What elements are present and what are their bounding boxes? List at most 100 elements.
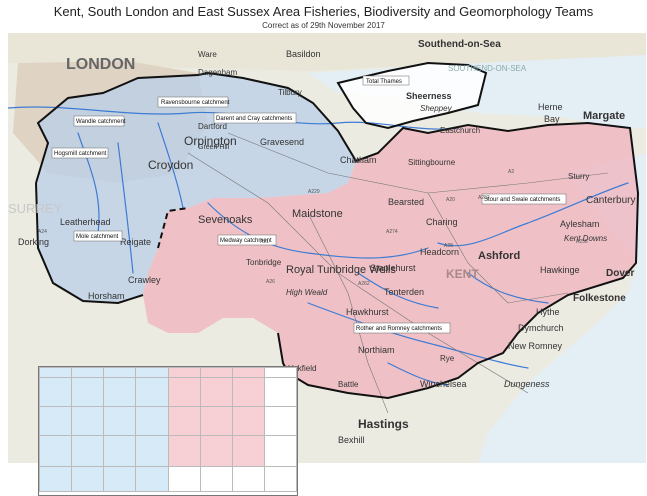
catchment-box-hogsmill <box>51 147 109 159</box>
town-hythe: Hythe <box>536 307 560 317</box>
map-subtitle: Correct as of 29th November 2017 <box>262 21 385 30</box>
catchment-wandle[interactable]: Wandle catchment <box>76 119 126 125</box>
map-svg[interactable]: Southend-on-Sea LONDON Basildon SOUTHEND… <box>8 33 646 463</box>
town-basildon: Basildon <box>286 49 321 59</box>
river-stour <box>437 182 629 247</box>
town-leatherhead: Leatherhead <box>60 217 111 227</box>
town-battle: Battle <box>338 380 359 389</box>
table-cell <box>167 466 201 492</box>
town-chatham: Chatham <box>340 155 377 165</box>
town-southend-region: SOUTHEND-ON-SEA <box>448 64 527 73</box>
table-cell <box>199 406 233 436</box>
road-a21: A21 <box>260 239 269 245</box>
table-cell <box>263 406 297 436</box>
road-a256: A256 <box>576 239 588 245</box>
town-horsham: Horsham <box>88 291 125 301</box>
town-crawley: Crawley <box>128 275 161 285</box>
catchment-rother-romney[interactable]: Rother and Romney catchments <box>356 326 442 332</box>
town-labels: Southend-on-Sea LONDON Basildon SOUTHEND… <box>8 39 635 445</box>
town-dartford: Dartford <box>198 122 227 131</box>
catchment-box-wandle <box>73 115 125 127</box>
london-team-area[interactable] <box>36 73 356 303</box>
town-dungeness: Dungeness <box>504 379 550 389</box>
town-folkestone: Folkestone <box>573 293 626 304</box>
table-cell <box>39 367 73 378</box>
catchment-medway[interactable]: Medway catchment <box>220 238 272 244</box>
catchment-total-thames[interactable]: Total Thames <box>366 79 402 85</box>
table-cell <box>71 406 105 436</box>
road-a249: A249 <box>352 159 364 165</box>
team-boundaries <box>35 61 640 400</box>
essex-land <box>8 33 646 71</box>
table-cell <box>39 377 73 407</box>
town-northiam: Northiam <box>358 345 395 355</box>
table-cell <box>39 435 73 467</box>
table-cell <box>263 435 297 467</box>
town-sheerness: Sheerness <box>406 91 452 101</box>
town-croydon: Croydon <box>148 158 193 172</box>
river-rother <box>307 302 529 369</box>
town-eastchurch: Eastchurch <box>440 126 480 135</box>
table-cell <box>167 406 201 436</box>
table-row <box>39 435 297 467</box>
table-cell <box>103 367 137 378</box>
road-labels: A229 A21 A26 A249 A20 A28 A2 A256 A252 A… <box>38 159 588 287</box>
town-maidstone: Maidstone <box>292 208 343 220</box>
catchment-box-rother-romney <box>353 322 451 334</box>
table-row <box>39 466 297 492</box>
town-dorking: Dorking <box>18 237 49 247</box>
town-dagenham: Dagenham <box>198 68 237 77</box>
table-cell <box>199 466 233 492</box>
kent-team-area[interactable] <box>143 123 638 398</box>
town-kent-downs: Kent Downs <box>564 234 607 243</box>
town-london: LONDON <box>66 56 135 73</box>
town-rye: Rye <box>440 354 455 363</box>
town-staplehurst: Staplehurst <box>370 263 416 273</box>
table-cell <box>103 406 137 436</box>
table-cell <box>231 466 265 492</box>
team-contacts-grid <box>39 367 297 492</box>
town-southend: Southend-on-Sea <box>418 39 501 50</box>
table-cell <box>135 377 169 407</box>
town-sheppey: Sheppey <box>420 104 453 113</box>
road-a274: A274 <box>386 229 398 235</box>
town-new-romney: New Romney <box>508 341 563 351</box>
catchment-box-medway <box>217 234 277 246</box>
catchment-stour-swale[interactable]: Stour and Swale catchments <box>484 197 560 203</box>
town-green-hill: Green Hill <box>198 144 230 151</box>
table-cell <box>199 435 233 467</box>
map-area[interactable]: Southend-on-Sea LONDON Basildon SOUTHEND… <box>8 33 646 496</box>
town-gravesend: Gravesend <box>260 137 304 147</box>
catchment-mole[interactable]: Mole catchment <box>76 234 119 240</box>
catchment-darent-cray[interactable]: Darent and Cray catchments <box>216 116 292 122</box>
town-ware: Ware <box>198 50 217 59</box>
town-canterbury: Canterbury <box>586 195 635 206</box>
town-charing: Charing <box>426 217 458 227</box>
town-tunbridge-wells: Royal Tunbridge Wells <box>286 264 396 276</box>
river-darent <box>157 122 184 209</box>
town-ashford: Ashford <box>478 250 520 262</box>
table-cell <box>199 377 233 407</box>
river-medway <box>207 202 429 259</box>
town-herne: Herne <box>538 102 563 112</box>
table-cell <box>199 367 233 378</box>
map-title: Kent, South London and East Sussex Area … <box>53 4 594 19</box>
table-cell <box>103 435 137 467</box>
catchment-box-darent-cray <box>213 112 297 124</box>
table-row <box>39 406 297 436</box>
table-cell <box>71 435 105 467</box>
town-reigate: Reigate <box>120 237 151 247</box>
town-dymchurch: Dymchurch <box>518 323 564 333</box>
town-orpington: Orpington <box>184 134 237 148</box>
table-cell <box>135 466 169 492</box>
catchment-hogsmill[interactable]: Hogsmill catchment <box>54 151 107 157</box>
road-a26: A26 <box>266 279 275 285</box>
catchment-box-total-thames <box>362 75 410 86</box>
table-row <box>39 377 297 407</box>
town-headcorn: Headcorn <box>420 247 459 257</box>
town-tilbury: Tilbury <box>278 88 302 97</box>
river-beult <box>357 272 439 309</box>
catchment-ravensbourne[interactable]: Ravensbourne catchment <box>161 100 230 106</box>
table-cell <box>39 466 73 492</box>
table-cell <box>231 377 265 407</box>
